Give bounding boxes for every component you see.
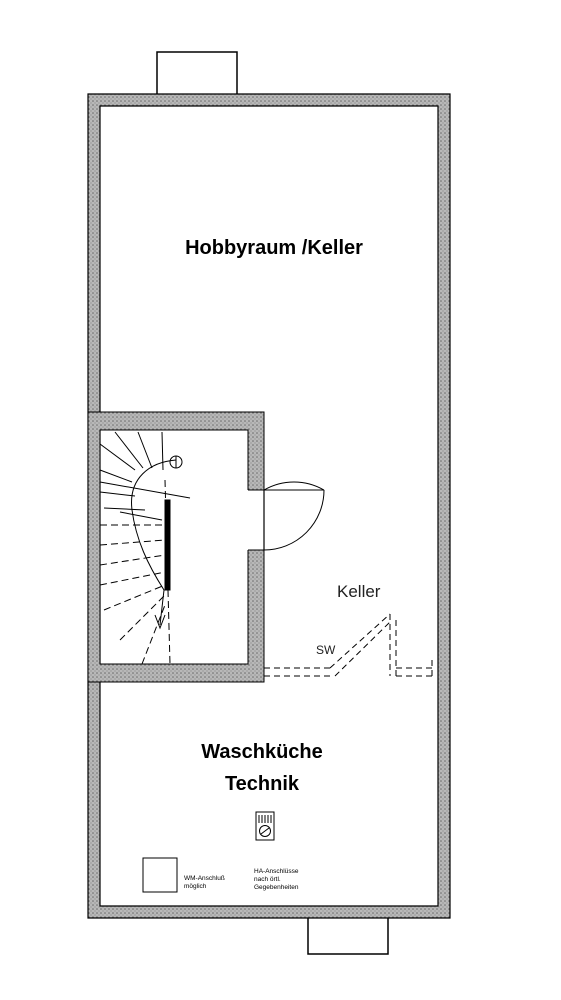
meter-icon: [255, 811, 275, 841]
lower-room-label-line1: Waschküche: [201, 741, 323, 763]
wm-note-line1: WM-Anschluß: [184, 875, 225, 882]
washing-machine-box-icon: [142, 857, 178, 893]
upper-room-label: Hobbyraum /Keller: [185, 237, 363, 259]
door-swing: [263, 481, 325, 551]
stair-core-walls: [87, 411, 265, 683]
ha-note-line3: Gegebenheiten: [254, 884, 299, 891]
top-window: [156, 51, 238, 97]
wm-note-line2: möglich: [184, 883, 207, 890]
sw-label: SW: [316, 643, 336, 657]
lower-room-label-line2: Technik: [225, 773, 300, 795]
dashed-partition: [264, 613, 436, 677]
keller-label: Keller: [337, 582, 381, 601]
ha-note-line2: nach örtl.: [254, 876, 281, 883]
staircase: [99, 431, 191, 665]
ha-note-line1: HA-Anschlüsse: [254, 868, 299, 875]
